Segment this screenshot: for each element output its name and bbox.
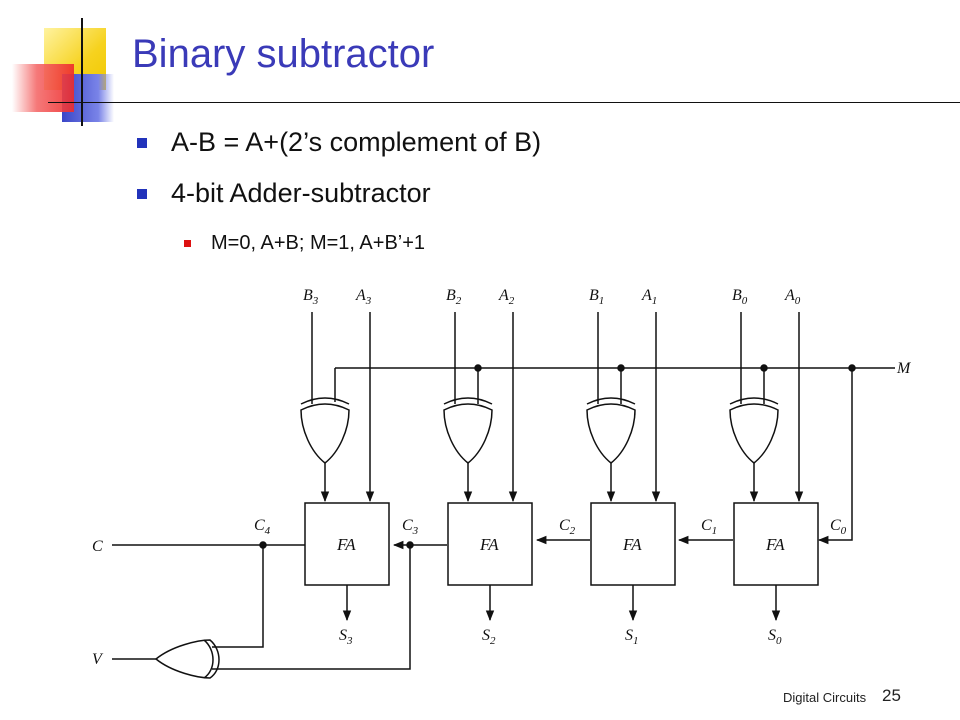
xor-extra-arc	[443, 397, 493, 405]
sum-output-label: S3	[339, 627, 353, 647]
junction-dot	[617, 364, 625, 372]
a-input-label-sub: 0	[795, 295, 801, 307]
carry-label-sub: 2	[570, 525, 576, 537]
xor-gate	[300, 403, 350, 464]
carry-label: C3	[402, 517, 419, 537]
overflow-wire-c3	[212, 545, 411, 670]
bullet-square-icon	[137, 188, 147, 199]
full-adder-label: FA	[622, 535, 642, 554]
b-input-label-letter: B	[303, 287, 313, 304]
overflow-xor-extra-arc	[203, 639, 214, 679]
sub-bullet-item: M=0, A+B; M=1, A+B’+1	[184, 232, 425, 255]
carry-label-letter: C	[559, 517, 570, 534]
b-input-label: B0	[732, 287, 748, 307]
sub-bullet-square-icon	[184, 240, 191, 247]
xor-gate	[729, 403, 779, 464]
a-input-label: A0	[784, 287, 801, 307]
b-input-label-sub: 0	[742, 295, 748, 307]
carry-out-label: C	[92, 538, 103, 555]
b-input-label-sub: 3	[312, 295, 319, 307]
bullet-item: A-B = A+(2’s complement of B)	[137, 127, 541, 158]
a-input-label: A1	[641, 287, 657, 307]
sum-output-label-sub: 1	[633, 635, 639, 647]
a-input-label-letter: A	[355, 287, 366, 304]
a-input-label-sub: 1	[652, 295, 658, 307]
b-input-label-letter: B	[589, 287, 599, 304]
sum-output-label: S0	[768, 627, 782, 647]
xor-extra-arc	[729, 397, 779, 405]
a-input-label-sub: 2	[509, 295, 515, 307]
sum-output-label-letter: S	[482, 627, 490, 644]
carry-label-sub: 0	[841, 525, 847, 537]
full-adder-label: FA	[336, 535, 356, 554]
carry-c4-label-letter: C	[254, 517, 265, 534]
slide-title: Binary subtractor	[132, 32, 435, 76]
junction-dot	[474, 364, 482, 372]
overflow-xor-gate	[154, 639, 220, 679]
a-input-label-letter: A	[641, 287, 652, 304]
overflow-wire-c4	[212, 545, 264, 648]
a-input-label-letter: A	[784, 287, 795, 304]
a-input-label: A2	[498, 287, 515, 307]
sum-output-label-letter: S	[339, 627, 347, 644]
full-adder-label: FA	[765, 535, 785, 554]
junction-dot	[760, 364, 768, 372]
carry-label-letter: C	[701, 517, 712, 534]
bullet-item: 4-bit Adder-subtractor	[137, 178, 431, 209]
carry-label-sub: 1	[712, 525, 718, 537]
xor-gate	[586, 403, 636, 464]
sum-output-label: S1	[625, 627, 639, 647]
sum-output-label-letter: S	[768, 627, 776, 644]
sub-bullet-text: M=0, A+B; M=1, A+B’+1	[211, 232, 426, 254]
xor-extra-arc	[586, 397, 636, 405]
sum-output-label: S2	[482, 627, 496, 647]
bullet-square-icon	[137, 137, 147, 148]
b-input-label-letter: B	[732, 287, 742, 304]
carry-label: C2	[559, 517, 576, 537]
carry-label: C0	[830, 517, 847, 537]
sum-output-label-sub: 2	[490, 635, 496, 647]
xor-gate	[443, 403, 493, 464]
sum-output-label-sub: 0	[776, 635, 782, 647]
a-input-label: A3	[355, 287, 372, 307]
b-input-label-sub: 2	[456, 295, 462, 307]
bullet-text: A-B = A+(2’s complement of B)	[171, 127, 542, 157]
decor-red-square	[12, 64, 74, 112]
full-adder-label: FA	[479, 535, 499, 554]
decor-horizontal-line	[48, 102, 960, 103]
b-input-label-letter: B	[446, 287, 456, 304]
sum-output-label-letter: S	[625, 627, 633, 644]
page-number: 25	[882, 686, 901, 705]
a-input-label-letter: A	[498, 287, 509, 304]
b-input-label-sub: 1	[599, 295, 605, 307]
footer-label: Digital Circuits	[783, 690, 867, 705]
carry-label-sub: 3	[412, 525, 419, 537]
sum-output-label-sub: 3	[346, 635, 353, 647]
b-input-label: B1	[589, 287, 604, 307]
b-input-label: B3	[303, 287, 319, 307]
mode-label: M	[896, 360, 912, 377]
bullet-text: 4-bit Adder-subtractor	[171, 178, 431, 208]
carry-in-c0-wire	[817, 368, 853, 545]
b-input-label: B2	[446, 287, 462, 307]
a-input-label-sub: 3	[365, 295, 372, 307]
carry-c4-label: C4	[254, 517, 271, 537]
carry-c4-label-sub: 4	[265, 525, 271, 537]
overflow-label: V	[92, 651, 104, 668]
carry-label-letter: C	[402, 517, 413, 534]
xor-extra-arc	[300, 397, 350, 405]
decor-vertical-line	[81, 18, 83, 126]
carry-label: C1	[701, 517, 717, 537]
carry-label-letter: C	[830, 517, 841, 534]
